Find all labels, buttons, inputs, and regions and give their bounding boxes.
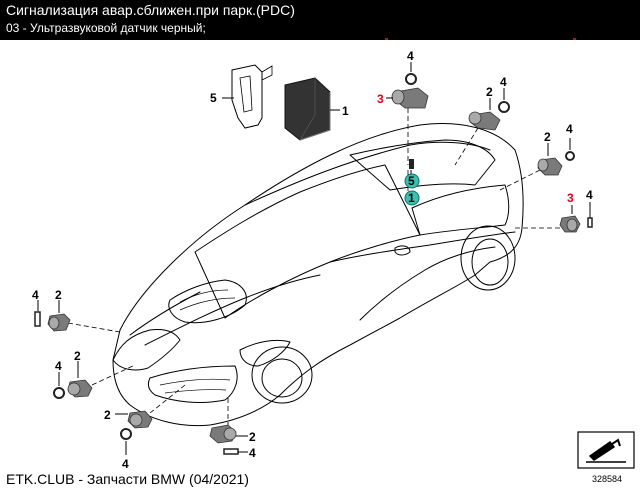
callout-4: 4 (566, 122, 573, 136)
callout-2: 2 (544, 130, 551, 144)
side-blade (329, 231, 516, 321)
leader-roof (454, 127, 479, 166)
rear-wheel-arch (460, 225, 516, 291)
view-symbol (577, 431, 635, 469)
marker-5 (404, 173, 420, 189)
callout-3-red: 3 (567, 191, 574, 205)
car-outline (112, 123, 524, 427)
front-wheel (261, 358, 303, 398)
sensor-rear-upper: 4 2 (537, 122, 575, 176)
grille-bars (159, 378, 231, 394)
callout-3-red: 3 (377, 92, 384, 106)
arrow-symbol (586, 440, 626, 463)
marker-5-label: 5 (408, 174, 415, 188)
callout-1-unit: 1 (342, 104, 349, 118)
car-body (112, 123, 524, 427)
sensor-upper-right: 4 2 (468, 75, 510, 131)
seal-ring (120, 428, 132, 440)
dashed-leaders (67, 108, 560, 425)
sensor-front-left-top: 4 2 (32, 288, 71, 332)
sensor-top-center: 4 3 (377, 49, 429, 109)
side-window (411, 184, 510, 236)
roofline (244, 141, 491, 206)
marker-1 (404, 190, 420, 206)
callout-4: 4 (586, 188, 593, 202)
figure-code: 328584 (592, 474, 623, 484)
header-mark-left (385, 38, 388, 40)
callout-2: 2 (104, 408, 111, 422)
connector-part (409, 159, 414, 169)
source-caption: ETK.CLUB - Запчасти BMW (04/2021) (6, 471, 249, 487)
hood-vent-slats (179, 289, 236, 311)
roof-glass (349, 139, 496, 191)
callout-4: 4 (122, 457, 129, 471)
side-mirror (394, 245, 411, 256)
diagram-title: Сигнализация авар.сближен.при парк.(PDC) (6, 2, 295, 18)
hood-lines (129, 274, 321, 346)
marker-1-label: 1 (408, 191, 415, 205)
front-wheel-arch (251, 346, 313, 404)
callout-5-bracket: 5 (210, 91, 217, 105)
sensor-front-center: 2 4 (209, 424, 256, 460)
center-markers: 5 1 (404, 159, 420, 206)
callout-2: 2 (249, 430, 256, 444)
callout-4: 4 (32, 288, 39, 302)
rear-wheel (471, 238, 509, 286)
header-mark-right (573, 38, 576, 40)
diagram-subtitle: 03 - Ультразвуковой датчик черный; (6, 21, 206, 35)
mounting-bracket (231, 64, 263, 129)
control-unit (284, 77, 331, 141)
left-headlight (112, 329, 181, 371)
callout-4: 4 (55, 359, 62, 373)
callout-2: 2 (486, 85, 493, 99)
callout-2: 2 (55, 288, 62, 302)
title-bar: Сигнализация авар.сближен.при парк.(PDC)… (0, 0, 640, 40)
hood-vent (168, 279, 247, 324)
seal-ring (53, 387, 65, 399)
control-unit-group: 5 1 (210, 64, 349, 141)
seal-ring (565, 151, 575, 161)
seal-ring (405, 73, 417, 85)
front-grille (147, 365, 238, 403)
windshield (194, 164, 421, 319)
callout-4: 4 (407, 49, 414, 63)
seal-ring (223, 448, 239, 455)
seal-ring (34, 311, 41, 327)
callout-4: 4 (500, 75, 507, 89)
sensor-rear-lower: 4 3 (559, 188, 593, 233)
leader-front-left-top (67, 322, 121, 333)
sensor-front-low: 4 2 (104, 408, 153, 471)
right-headlight (239, 339, 291, 367)
callout-4: 4 (249, 446, 256, 460)
seal-ring (498, 101, 510, 113)
sensor-front-left-mid: 4 2 (53, 349, 93, 399)
callout-2: 2 (74, 349, 81, 363)
seal-ring (587, 217, 593, 228)
